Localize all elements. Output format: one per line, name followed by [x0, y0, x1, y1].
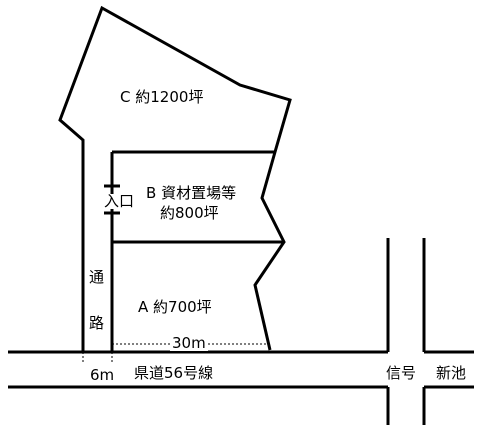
- parcel-c-label: C 約1200坪: [120, 90, 203, 105]
- road-name: 県道56号線: [134, 364, 214, 382]
- parcel-b-name: 資材置場等: [161, 184, 237, 202]
- parcel-c-area: 約1200坪: [135, 88, 204, 106]
- parcel-outline: [58, 5, 292, 352]
- parcel-b-area: 約800坪: [160, 204, 219, 222]
- passage-width-dimension: 6m: [90, 366, 115, 384]
- parcel-a-label: A 約700坪: [138, 300, 212, 315]
- parcel-c-letter: C: [120, 88, 131, 106]
- parcel-a-area: 約700坪: [153, 298, 212, 316]
- parcel-a-letter: A: [138, 298, 149, 316]
- place-label: 新池: [436, 364, 467, 382]
- passage-char-1: 通: [89, 268, 105, 286]
- entrance-label: 入口: [104, 192, 135, 210]
- parcel-b-label: B 資材置場等: [146, 186, 236, 201]
- frontage-dimension: 30m: [170, 334, 208, 352]
- passage-char-2: 路: [89, 314, 105, 332]
- signal-label: 信号: [386, 364, 417, 382]
- parcel-b-letter: B: [146, 184, 157, 202]
